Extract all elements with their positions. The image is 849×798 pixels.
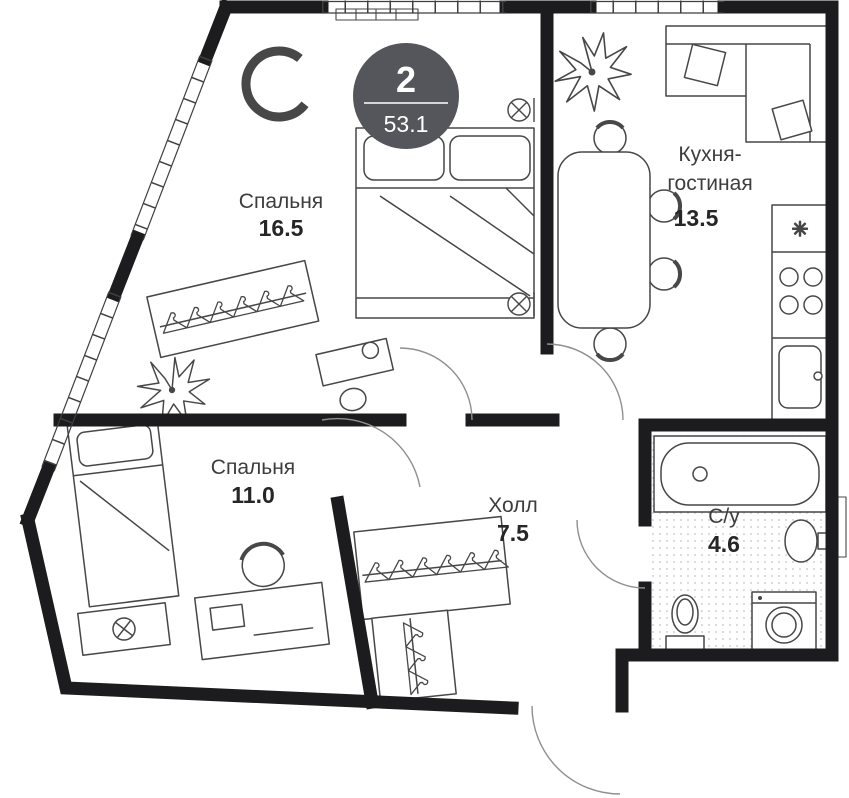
- room-name: гостиная: [667, 172, 752, 195]
- entry-door-arc: [531, 705, 621, 795]
- dresser: [77, 602, 171, 656]
- radiator: [837, 496, 847, 558]
- corner-sofa: [665, 25, 829, 143]
- cooker-hood-icon: ✳: [792, 219, 809, 241]
- window: [41, 291, 122, 472]
- window: [590, 0, 724, 14]
- hall-wardrobe: [353, 515, 511, 621]
- badge-circle: [353, 43, 459, 149]
- room-name: С/у: [708, 505, 740, 528]
- toilet-icon: [665, 594, 705, 653]
- room-area: 16.5: [259, 215, 304, 241]
- room-name: Спальня: [211, 456, 295, 479]
- desk: [193, 541, 331, 661]
- room-area: 4.6: [708, 531, 740, 557]
- wardrobe-bedroom-1: [146, 259, 320, 359]
- single-bed: [66, 414, 180, 608]
- armchair: [241, 46, 317, 122]
- windows: [41, 0, 724, 472]
- window: [130, 55, 213, 241]
- badge-rooms-count: 2: [396, 59, 416, 100]
- bathtub: [653, 435, 827, 513]
- room-area: 13.5: [674, 205, 719, 231]
- kitchen-door-arc: [546, 343, 624, 421]
- stove-icon: [779, 267, 823, 315]
- kitchen-sink-icon: [778, 345, 823, 409]
- bathroom-sink-icon: [784, 519, 829, 563]
- badge-total-area: 53.1: [384, 111, 429, 137]
- apartment-badge: 2 53.1: [353, 43, 459, 149]
- double-bed: [355, 127, 535, 319]
- vanity-table: [315, 337, 395, 412]
- walls: [19, 0, 839, 715]
- bedroom-1-door-arc: [399, 347, 473, 421]
- dining-table: [557, 119, 683, 363]
- room-label-bedroom-1: Спальня 16.5: [239, 190, 323, 241]
- room-name: Спальня: [239, 190, 323, 213]
- kitchen-counter: ✳: [771, 204, 829, 426]
- room-label-bedroom-2: Спальня 11.0: [211, 456, 295, 508]
- room-area: 7.5: [497, 520, 529, 546]
- radiator: [335, 8, 419, 21]
- room-area: 11.0: [231, 482, 275, 508]
- room-name: Холл: [488, 494, 538, 517]
- window: [322, 0, 506, 14]
- washing-machine-icon: [751, 591, 817, 653]
- room-label-bathroom: С/у 4.6: [708, 505, 740, 557]
- door-swings: [321, 343, 646, 795]
- room-label-kitchen-living: Кухня- гостиная 13.5: [667, 143, 752, 231]
- hall-wardrobe-2: [371, 609, 457, 703]
- room-name: Кухня-: [678, 143, 741, 166]
- room-label-hall: Холл 7.5: [488, 494, 538, 546]
- bathroom-door-arc: [576, 519, 646, 589]
- wall-lamp-icon: [507, 97, 535, 123]
- plant-icon: [554, 32, 632, 112]
- bedroom-2-door-arc: [321, 417, 421, 488]
